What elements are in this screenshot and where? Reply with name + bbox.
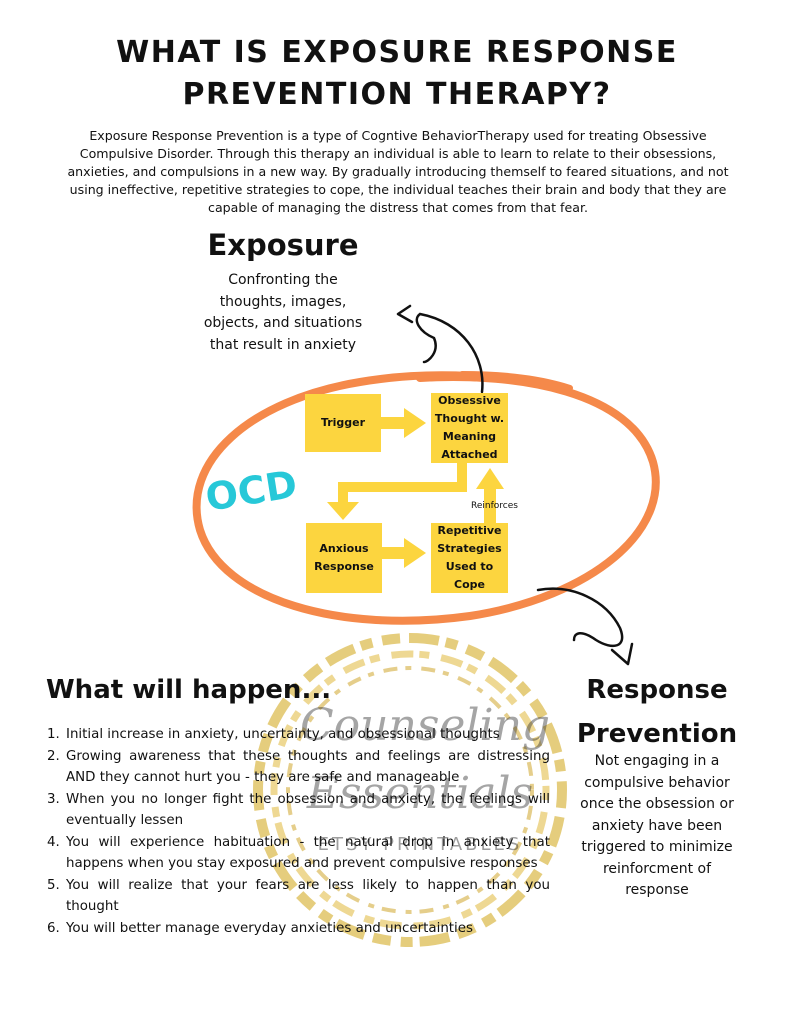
list-item: Growing awareness that these thoughts an… <box>64 746 550 789</box>
intro-paragraph: Exposure Response Prevention is a type o… <box>67 128 729 215</box>
response-prevention-arrow <box>536 587 624 648</box>
list-item: You will experience habituation - the na… <box>64 832 550 875</box>
list-item: When you no longer fight the obsession a… <box>64 789 550 832</box>
arrow-reinforces <box>484 485 496 527</box>
page-title-line-2: PREVENTION THERAPY? <box>182 77 612 112</box>
arrow-thought-to-anxious-v2 <box>338 482 348 506</box>
arrow-reinforces-head <box>476 468 504 489</box>
arrow-thought-to-anxious-h <box>338 482 467 492</box>
list-item: You will better manage everyday anxietie… <box>64 918 550 940</box>
exposure-arrowhead <box>396 304 414 324</box>
response-prevention-description: Not engaging in a compulsive behavior on… <box>580 753 734 898</box>
page-title-line-1: WHAT IS EXPOSURE RESPONSE <box>116 35 678 70</box>
what-will-happen-list: Initial increase in anxiety, uncertainty… <box>46 724 550 939</box>
response-prevention-arrowhead <box>610 642 634 666</box>
watermark-text-line-2: Essentials <box>306 768 534 819</box>
box-anxious-response: Anxious Response <box>306 523 382 593</box>
box-repetitive-strategies: Repetitive Strategies Used to Cope <box>431 523 508 593</box>
exposure-arrow <box>415 312 484 394</box>
response-prevention-heading: Response Prevention <box>567 668 747 756</box>
list-item: You will realize that your fears are les… <box>64 875 550 918</box>
what-will-happen-heading: What will happen... <box>46 675 332 705</box>
list-item: Initial increase in anxiety, uncertainty… <box>64 724 550 746</box>
box-obsessive-thought: Obsessive Thought w. Meaning Attached <box>431 393 508 463</box>
box-trigger: Trigger <box>305 394 381 452</box>
exposure-heading: Exposure <box>207 228 359 262</box>
watermark-text-line-1: Counseling <box>300 700 551 751</box>
arrow-trigger-to-thought-head <box>404 408 426 438</box>
ocd-ring <box>192 371 660 625</box>
arrow-thought-to-anxious-v1 <box>457 462 467 488</box>
ocd-ring-overlap <box>459 371 573 391</box>
arrow-anxious-to-strategies-head <box>404 538 426 568</box>
watermark-text-line-3: ETSY PRINTABLES <box>317 834 523 855</box>
reinforces-label: Reinforces <box>471 501 518 511</box>
exposure-description: Confronting the thoughts, images, object… <box>203 272 363 353</box>
arrow-thought-to-anxious-head <box>327 502 359 520</box>
page-title: WHAT IS EXPOSURE RESPONSE PREVENTION THE… <box>0 32 794 116</box>
response-prevention-heading-line-1: Response <box>586 675 728 705</box>
response-prevention-heading-line-2: Prevention <box>576 719 738 749</box>
